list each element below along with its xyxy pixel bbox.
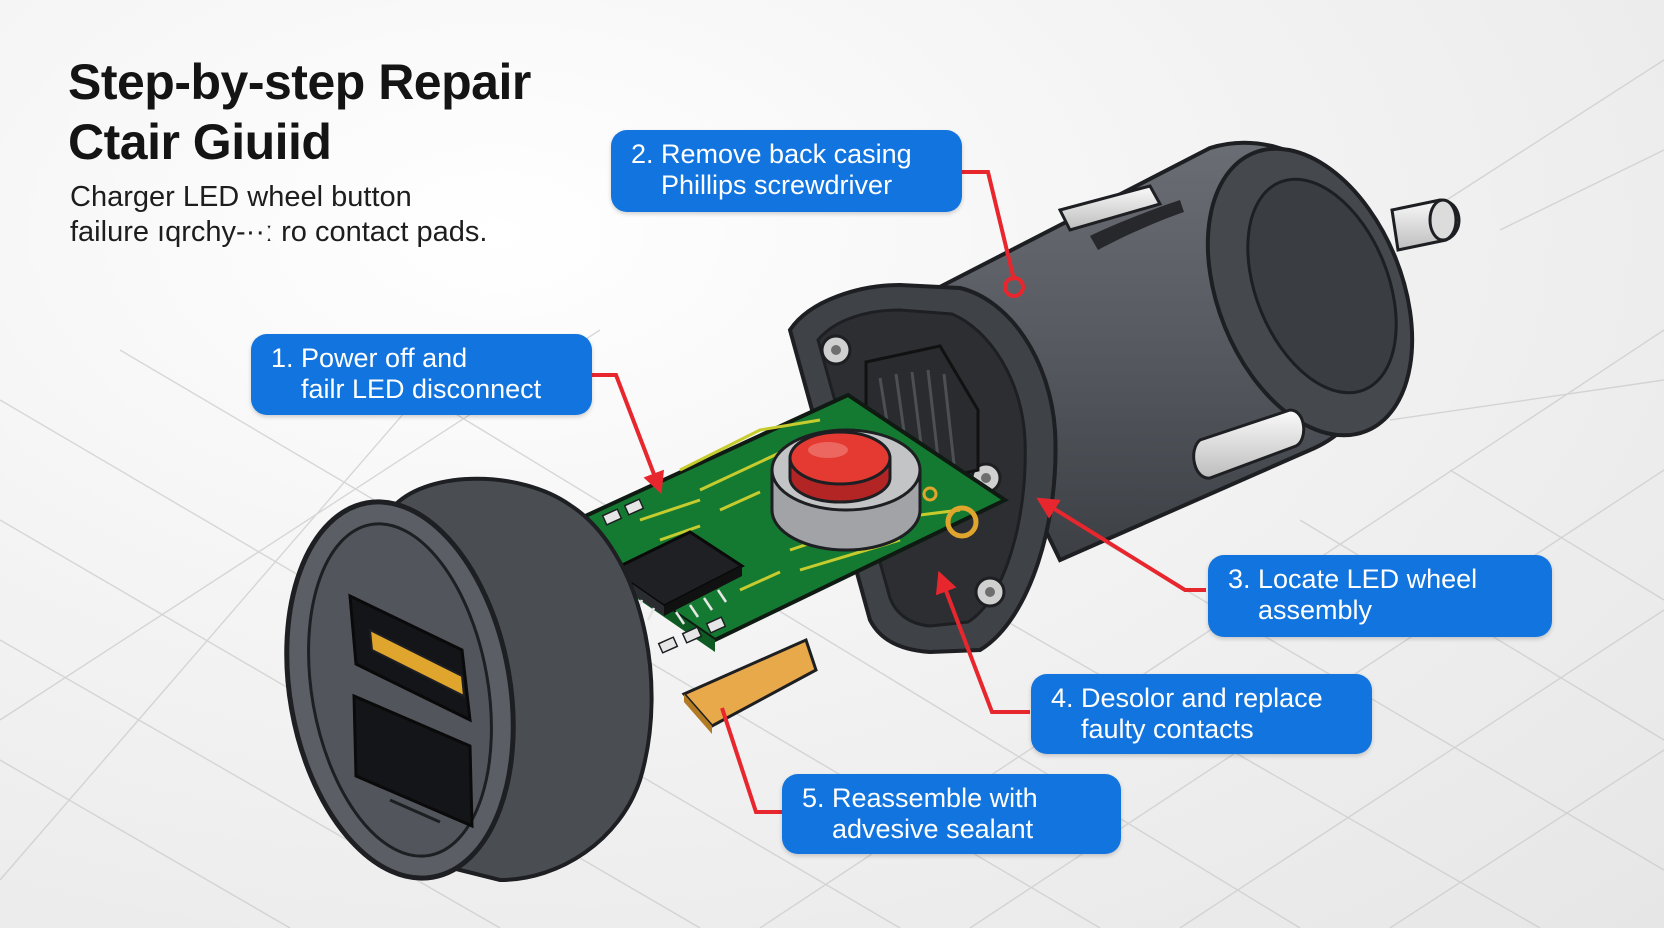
step-5-line-1: 5. Reassemble with: [802, 783, 1038, 813]
usb-port-bottom: [352, 693, 474, 829]
step-1-line-2: failr LED disconnect: [301, 374, 542, 404]
side-spring-contact-top: [1057, 184, 1163, 232]
tip-pin: [1390, 198, 1461, 252]
step-4-line-2: faulty contacts: [1081, 714, 1254, 744]
callout-arrows: [586, 170, 1206, 814]
step-4-callout: 4. Desolor and replace faulty contacts: [1031, 674, 1372, 754]
step-4-line-1: 4. Desolor and replace: [1051, 683, 1323, 713]
title-line-2: Ctair Giuiid: [68, 114, 332, 170]
title-line-1: Step-by-step Repair: [68, 54, 531, 110]
step-3-line-2: assembly: [1258, 595, 1373, 625]
step-5-callout: 5. Reassemble with advesive sealant: [782, 774, 1121, 854]
step-1-callout: 1. Power off and failr LED disconnect: [251, 334, 592, 415]
arrow-step-1: [586, 373, 664, 495]
subtitle-line-2: failure ıqrchy-··ː ro contact pads.: [70, 216, 488, 248]
page-subtitle: Charger LED wheel button failure ıqrchy-…: [70, 180, 487, 250]
step-5-line-2: advesive sealant: [832, 814, 1034, 844]
usb-front-cap: [284, 476, 654, 883]
arrow-step-2: [960, 170, 1016, 281]
step-2-line-1: 2. Remove back casing: [631, 139, 912, 169]
subtitle-line-1: Charger LED wheel button: [70, 181, 412, 213]
arrow-step-3: [1036, 497, 1206, 592]
step-2-callout: 2. Remove back casing Phillips screwdriv…: [611, 130, 962, 212]
arrow-step-2-dot: [1003, 276, 1025, 298]
usb-contact-strip: [368, 628, 466, 698]
led-wheel-button: [770, 428, 922, 552]
solder-pad-ring: [945, 505, 979, 539]
step-3-callout: 3. Locate LED wheel assembly: [1208, 555, 1552, 637]
arrow-step-5: [720, 707, 788, 814]
step-3-line-1: 3. Locate LED wheel: [1228, 564, 1478, 594]
contact-tab: [681, 637, 818, 734]
page-title: Step-by-step Repair Ctair Giuiid: [68, 52, 531, 172]
step-1-line-1: 1. Power off and: [271, 343, 468, 373]
step-2-line-2: Phillips screwdriver: [661, 170, 893, 200]
side-spring-contact-bottom: [1192, 408, 1306, 480]
arrow-step-4: [935, 570, 1030, 714]
